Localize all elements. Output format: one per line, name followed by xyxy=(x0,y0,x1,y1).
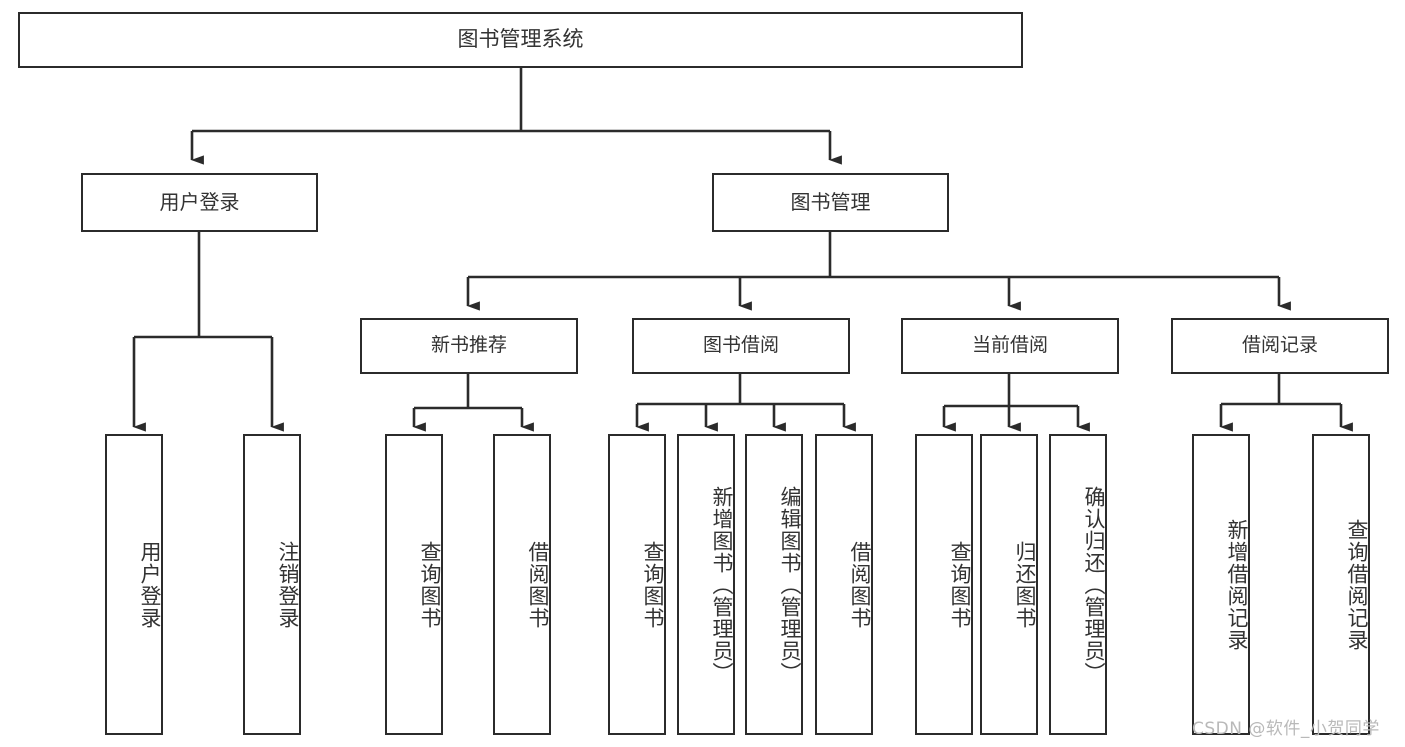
node-leaf-query-book-2-label: 查询图书 xyxy=(641,540,665,629)
node-leaf-add-record-label: 新增借阅记录 xyxy=(1225,518,1249,651)
node-book-manage[interactable]: 图书管理 xyxy=(712,173,949,232)
node-leaf-return-book[interactable]: 归还图书 xyxy=(980,434,1038,735)
node-user-login-label: 用户登录 xyxy=(159,190,240,215)
node-leaf-borrow-book-1-label: 借阅图书 xyxy=(526,540,550,629)
node-current-borrow-label: 当前借阅 xyxy=(971,334,1048,357)
node-leaf-query-book-1[interactable]: 查询图书 xyxy=(385,434,443,735)
node-leaf-query-book-1-label: 查询图书 xyxy=(418,540,442,629)
csdn-watermark: CSDN @软件_小贺同学 xyxy=(1192,719,1380,739)
node-leaf-edit-book[interactable]: 编辑图书（管理员） xyxy=(745,434,803,735)
node-leaf-user-login-label: 用户登录 xyxy=(138,540,162,629)
node-book-manage-label: 图书管理 xyxy=(790,190,871,215)
node-borrow-record[interactable]: 借阅记录 xyxy=(1171,318,1389,374)
node-leaf-add-record[interactable]: 新增借阅记录 xyxy=(1192,434,1250,735)
node-leaf-return-book-label: 归还图书 xyxy=(1013,540,1037,629)
node-new-book-rec[interactable]: 新书推荐 xyxy=(360,318,578,374)
node-leaf-query-book-3[interactable]: 查询图书 xyxy=(915,434,973,735)
node-leaf-query-record-label: 查询借阅记录 xyxy=(1345,518,1369,651)
node-current-borrow[interactable]: 当前借阅 xyxy=(901,318,1119,374)
node-leaf-logout-label: 注销登录 xyxy=(276,540,300,629)
node-leaf-query-book-3-label: 查询图书 xyxy=(948,540,972,629)
node-borrow-record-label: 借阅记录 xyxy=(1241,334,1318,357)
node-book-borrow-label: 图书借阅 xyxy=(702,334,779,357)
node-leaf-add-book-label: 新增图书（管理员） xyxy=(710,485,734,684)
node-leaf-borrow-book-2-label: 借阅图书 xyxy=(848,540,872,629)
node-root[interactable]: 图书管理系统 xyxy=(18,12,1023,68)
node-new-book-rec-label: 新书推荐 xyxy=(430,334,507,357)
node-leaf-query-record[interactable]: 查询借阅记录 xyxy=(1312,434,1370,735)
node-leaf-query-book-2[interactable]: 查询图书 xyxy=(608,434,666,735)
node-leaf-edit-book-label: 编辑图书（管理员） xyxy=(778,485,802,684)
node-leaf-logout[interactable]: 注销登录 xyxy=(243,434,301,735)
node-leaf-user-login[interactable]: 用户登录 xyxy=(105,434,163,735)
node-leaf-borrow-book-1[interactable]: 借阅图书 xyxy=(493,434,551,735)
node-book-borrow[interactable]: 图书借阅 xyxy=(632,318,850,374)
node-root-label: 图书管理系统 xyxy=(457,27,584,52)
node-leaf-confirm-return-label: 确认归还（管理员） xyxy=(1082,485,1106,684)
node-leaf-add-book[interactable]: 新增图书（管理员） xyxy=(677,434,735,735)
node-user-login[interactable]: 用户登录 xyxy=(81,173,318,232)
node-leaf-confirm-return[interactable]: 确认归还（管理员） xyxy=(1049,434,1107,735)
node-leaf-borrow-book-2[interactable]: 借阅图书 xyxy=(815,434,873,735)
